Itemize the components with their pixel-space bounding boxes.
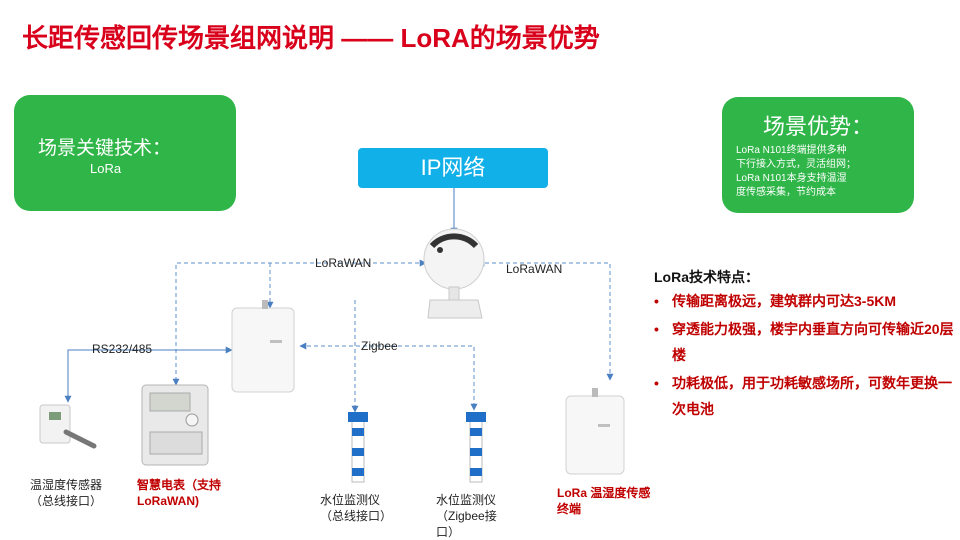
bullet-icon: • (654, 375, 659, 391)
page-title: 长距传感回传场景组网说明 —— LoRA的场景优势 (22, 23, 600, 53)
water1-caption: 水位监测仪（总线接口） (320, 493, 393, 523)
feature-text: 穿透能力极强，楼宇内垂直方向可传输近20层楼 (672, 321, 954, 363)
rs232-link (64, 346, 233, 403)
zigbee-link (299, 342, 478, 411)
rs232-label: RS232/485 (92, 342, 153, 356)
lora-terminal-caption: LoRa 温湿度传感终端 (557, 486, 651, 516)
scenario-advantages-box: 场景优势： LoRa N101终端提供多种 下行接入方式，灵活组网； LoRa … (722, 97, 914, 213)
feature-text: 功耗极低，用于功耗敏感场所，可数年更换一次电池 (672, 375, 952, 417)
smart-meter-icon (141, 384, 209, 466)
temperature-sensor-icon (39, 404, 97, 449)
lorawan-right-label: LoRaWAN (506, 262, 563, 276)
feature-item: • 传输距离极远，建筑群内可达3-5KM (654, 288, 954, 314)
features-title: LoRa技术特点： (654, 269, 759, 285)
sensor-caption: 温湿度传感器（总线接口） (30, 478, 103, 508)
lora-terminal-center-icon (231, 300, 295, 393)
feature-item: • 功耗极低，用于功耗敏感场所，可数年更换一次电池 (654, 370, 954, 422)
advantages-line: LoRa N101本身支持温湿 (736, 173, 847, 184)
feature-item: • 穿透能力极强，楼宇内垂直方向可传输近20层楼 (654, 316, 954, 368)
advantages-line: 下行接入方式，灵活组网； (736, 159, 856, 170)
advantages-line: 度传感采集，节约成本 (736, 187, 836, 198)
lorawan-left-link (172, 259, 427, 386)
advantages-heading: 场景优势： (762, 114, 873, 139)
key-technology-value: LoRa (90, 161, 122, 176)
bullet-icon: • (654, 293, 659, 309)
zigbee-label: Zigbee (361, 339, 398, 353)
key-technology-box: 场景关键技术： LoRa (14, 95, 236, 211)
meter-caption: 智慧电表（支持LoRaWAN) (137, 478, 222, 508)
lorawan-right-link (477, 259, 614, 381)
feature-text: 传输距离极远，建筑群内可达3-5KM (672, 293, 897, 309)
water-level-monitor-1-icon (348, 412, 368, 483)
lora-gateway-icon (423, 228, 485, 319)
advantages-line: LoRa N101终端提供多种 (736, 145, 847, 156)
key-technology-heading: 场景关键技术： (38, 138, 172, 159)
lorawan-left-label: LoRaWAN (315, 256, 372, 270)
bullet-icon: • (654, 321, 659, 337)
ip-network-box: IP网络 (358, 148, 548, 188)
lora-terminal-right-icon (565, 388, 625, 475)
water2-caption: 水位监测仪（Zigbee接口） (436, 493, 497, 539)
water-level-monitor-2-icon (466, 412, 486, 483)
